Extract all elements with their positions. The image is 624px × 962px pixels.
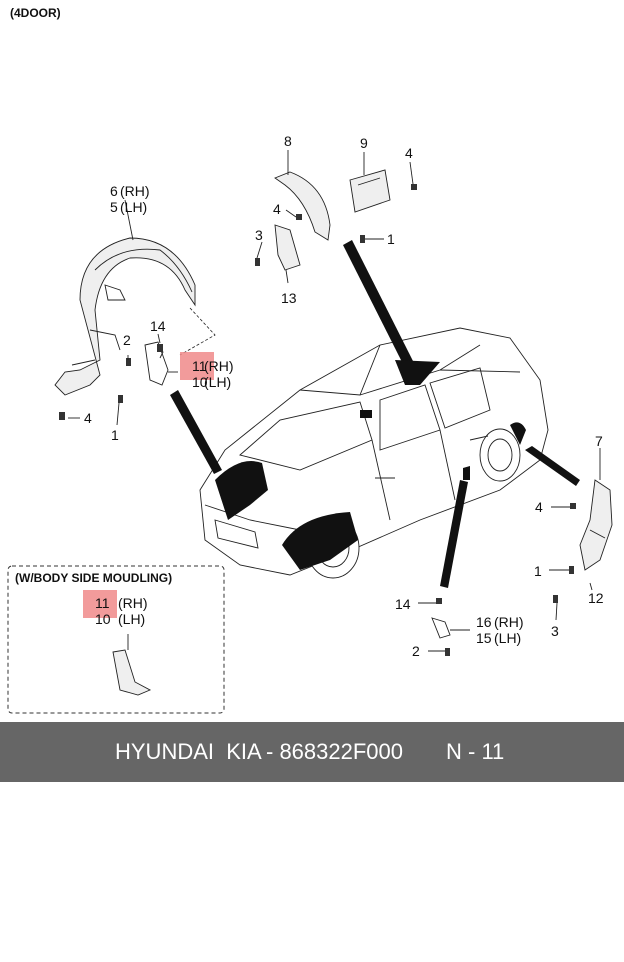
label-part-3-top: 3 (255, 227, 263, 243)
footer-bar: HYUNDAI KIA - 868322F000 N - 11 (0, 722, 624, 782)
front-wheel-guard-part (54, 237, 196, 396)
inset-mudflap-part (112, 649, 152, 696)
label-part-14-rear: 14 (395, 596, 411, 612)
fastener-screws (59, 184, 576, 656)
label-part-5: 5 (110, 199, 118, 215)
label-part-5-lh: (LH) (120, 199, 147, 215)
label-part-4-top: 4 (405, 145, 413, 161)
label-part-11-rh: (RH) (204, 358, 234, 374)
label-part-10-lh: (LH) (204, 374, 231, 390)
inset-label-part-10-lh: (LH) (118, 611, 145, 627)
variant-label: (4DOOR) (10, 6, 61, 20)
label-part-12: 12 (588, 590, 604, 606)
label-part-16-rh: (RH) (494, 614, 524, 630)
rear-bracket-part-16 (431, 617, 451, 639)
callout-pointers (170, 240, 580, 588)
rear-guard-part-12 (579, 479, 613, 571)
label-part-14-front: 14 (150, 318, 166, 334)
leader-lines (68, 150, 601, 652)
car-illustration (199, 327, 549, 579)
inset-label-part-10: 10 (95, 611, 111, 627)
label-part-9: 9 (360, 135, 368, 151)
label-part-4-rear: 4 (535, 499, 543, 515)
inset-title: (W/BODY SIDE MOUDLING) (15, 571, 172, 585)
label-part-1-rear: 1 (534, 563, 542, 579)
footer-brand: HYUNDAI KIA (115, 739, 262, 764)
part-11-highlight (180, 352, 214, 380)
label-part-11-front: 11 (192, 358, 207, 374)
label-part-2-rear: 2 (412, 643, 420, 659)
footer-part-number: - 868322F000 (266, 739, 403, 764)
label-part-6-rh: (RH) (120, 183, 150, 199)
front-bracket-part (144, 341, 169, 386)
label-part-4-mid: 4 (273, 201, 281, 217)
parts-diagram: (4DOOR) (7, 6, 613, 714)
label-part-3-rear: 3 (551, 623, 559, 639)
label-part-16: 16 (476, 614, 492, 630)
footer-page: N - 11 (446, 739, 505, 764)
label-part-15-lh: (LH) (494, 630, 521, 646)
upper-shield-part-8 (274, 171, 331, 241)
inset-part-11-highlight (83, 590, 117, 618)
label-part-4-front: 4 (84, 410, 92, 426)
label-part-2-front: 2 (123, 332, 131, 348)
label-part-1-top: 1 (387, 231, 395, 247)
body-side-moulding-inset: (W/BODY SIDE MOUDLING) 11 (RH) 10 (LH) (7, 565, 225, 714)
label-part-13: 13 (281, 290, 297, 306)
inset-label-part-11-rh: (RH) (118, 595, 148, 611)
label-part-10-front: 10 (192, 374, 208, 390)
mudguard-part-13 (274, 224, 301, 271)
label-part-8: 8 (284, 133, 292, 149)
upper-cover-part-9 (349, 169, 391, 213)
label-part-15: 15 (476, 630, 492, 646)
label-part-6: 6 (110, 183, 118, 199)
label-part-7: 7 (595, 433, 603, 449)
inset-label-part-11: 11 (95, 595, 110, 611)
label-part-1-front: 1 (111, 427, 119, 443)
part-labels: 6 (RH) 5 (LH) 8 9 4 4 3 1 13 14 2 11 (RH… (84, 133, 604, 659)
